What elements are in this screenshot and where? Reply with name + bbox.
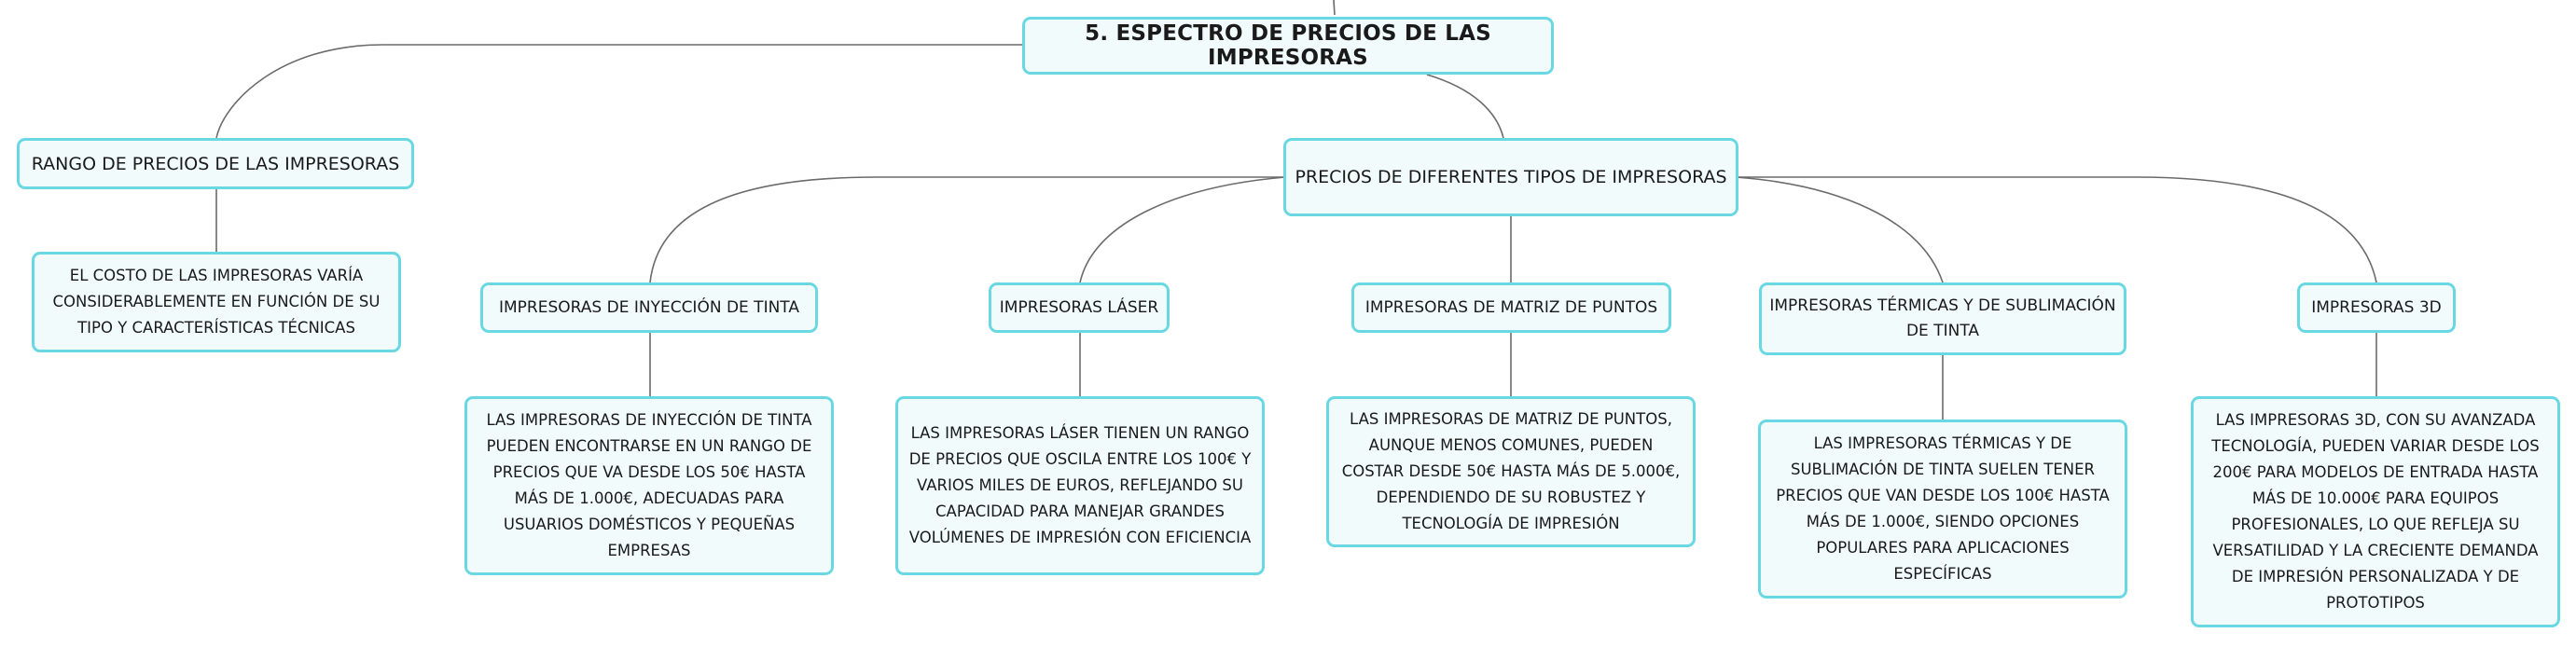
topic-laser[interactable]: IMPRESORAS LÁSER (989, 282, 1170, 333)
root-topic[interactable]: 5. ESPECTRO DE PRECIOS DE LAS IMPRESORAS (1022, 17, 1554, 75)
topic-inkjet-description-text: LAS IMPRESORAS DE INYECCIÓN DE TINTA PUE… (486, 411, 812, 559)
topic-laser-label: IMPRESORAS LÁSER (999, 298, 1159, 317)
topic-price-range-description-text: EL COSTO DE LAS IMPRESORAS VARÍA CONSIDE… (52, 267, 381, 337)
topic-price-range-label: RANGO DE PRECIOS DE LAS IMPRESORAS (31, 153, 400, 174)
topic-printer-types-label: PRECIOS DE DIFERENTES TIPOS DE IMPRESORA… (1295, 167, 1727, 187)
topic-dot-matrix-description[interactable]: LAS IMPRESORAS DE MATRIZ DE PUNTOS, AUNQ… (1326, 396, 1696, 547)
topic-thermal-sublimation-description-text: LAS IMPRESORAS TÉRMICAS Y DE SUBLIMACIÓN… (1776, 434, 2110, 583)
topic-3d[interactable]: IMPRESORAS 3D (2297, 282, 2456, 333)
topic-thermal-sublimation[interactable]: IMPRESORAS TÉRMICAS Y DE SUBLIMACIÓN DE … (1759, 282, 2126, 355)
topic-dot-matrix-label: IMPRESORAS DE MATRIZ DE PUNTOS (1364, 298, 1658, 317)
topic-3d-description[interactable]: LAS IMPRESORAS 3D, CON SU AVANZADA TECNO… (2191, 396, 2560, 627)
topic-price-range-description[interactable]: EL COSTO DE LAS IMPRESORAS VARÍA CONSIDE… (32, 252, 401, 352)
topic-inkjet-label: IMPRESORAS DE INYECCIÓN DE TINTA (499, 298, 799, 317)
connector-types-to-thermal (1735, 176, 1944, 283)
topic-dot-matrix-description-text: LAS IMPRESORAS DE MATRIZ DE PUNTOS, AUNQ… (1341, 410, 1681, 532)
connector-root-to-range (215, 44, 1023, 139)
topic-printer-types[interactable]: PRECIOS DE DIFERENTES TIPOS DE IMPRESORA… (1283, 138, 1738, 216)
topic-inkjet-description[interactable]: LAS IMPRESORAS DE INYECCIÓN DE TINTA PUE… (464, 396, 834, 575)
connector-root-to-types (1426, 74, 1504, 139)
topic-inkjet[interactable]: IMPRESORAS DE INYECCIÓN DE TINTA (480, 282, 818, 333)
topic-dot-matrix[interactable]: IMPRESORAS DE MATRIZ DE PUNTOS (1351, 282, 1671, 333)
topic-laser-description[interactable]: LAS IMPRESORAS LÁSER TIENEN UN RANGO DE … (895, 396, 1265, 575)
topic-3d-description-text: LAS IMPRESORAS 3D, CON SU AVANZADA TECNO… (2211, 411, 2540, 612)
topic-thermal-sublimation-description[interactable]: LAS IMPRESORAS TÉRMICAS Y DE SUBLIMACIÓN… (1758, 420, 2127, 599)
root-topic-label: 5. ESPECTRO DE PRECIOS DE LAS IMPRESORAS (1085, 21, 1491, 70)
connector-types-to-3d (1736, 176, 2377, 283)
connector-parent-to-root (1333, 0, 1336, 16)
connector-types-to-inkjet (649, 176, 1285, 283)
topic-laser-description-text: LAS IMPRESORAS LÁSER TIENEN UN RANGO DE … (908, 424, 1252, 546)
connector-types-to-laser (1079, 176, 1286, 283)
topic-3d-label: IMPRESORAS 3D (2311, 298, 2442, 317)
topic-price-range[interactable]: RANGO DE PRECIOS DE LAS IMPRESORAS (17, 138, 414, 189)
topic-thermal-sublimation-label: IMPRESORAS TÉRMICAS Y DE SUBLIMACIÓN DE … (1769, 296, 2116, 340)
